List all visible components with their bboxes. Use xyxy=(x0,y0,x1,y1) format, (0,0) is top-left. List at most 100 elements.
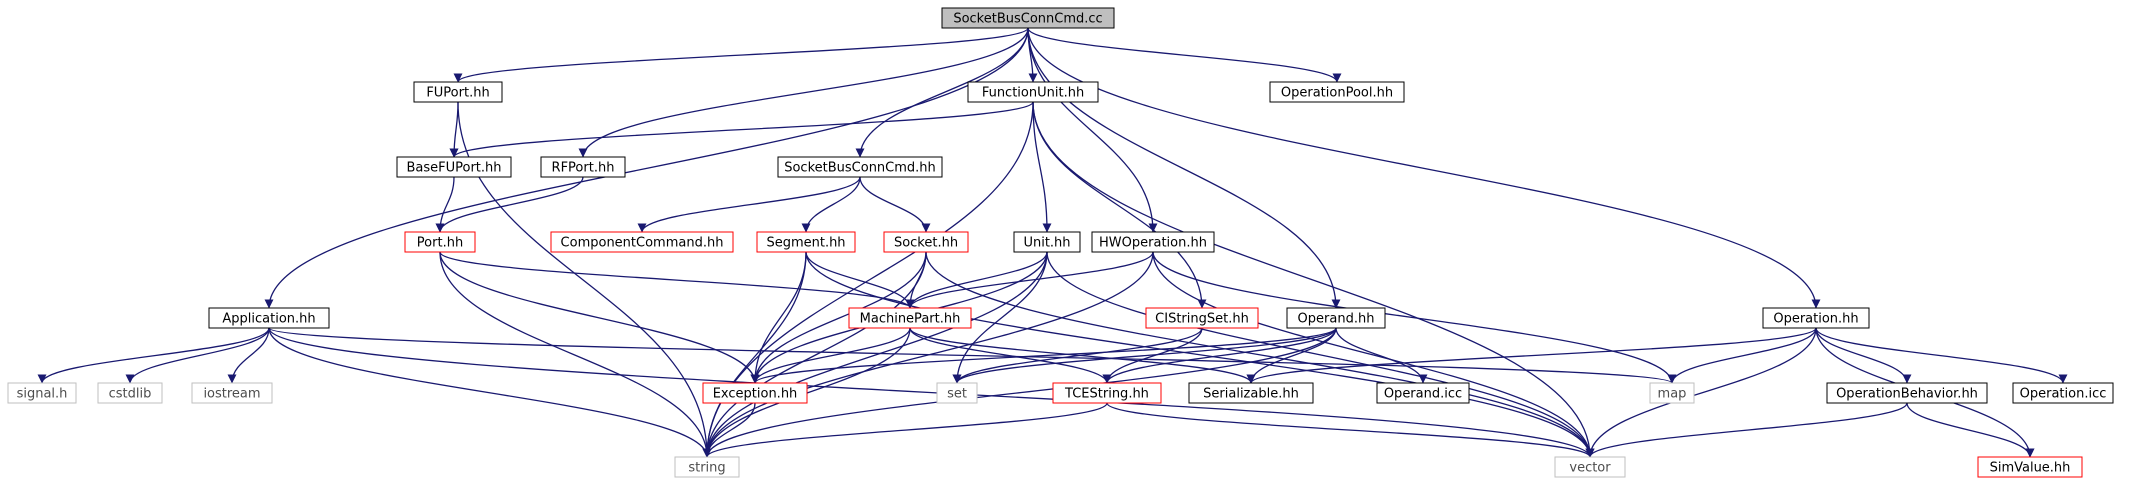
edge-socketbusconncmd-cc-to-operation-hh xyxy=(1027,27,1821,309)
node-box xyxy=(1188,382,1314,404)
edge-socketbusconncmd-cc-to-socketbusconncmd-hh xyxy=(855,27,1029,158)
edge-unit-hh-to-machinepart-hh xyxy=(905,251,1048,309)
node-label: cstdlib xyxy=(109,387,152,402)
node-basefuport-hh[interactable]: BaseFUPort.hh xyxy=(396,156,512,178)
node-serializable-hh[interactable]: Serializable.hh xyxy=(1188,382,1314,404)
node-socketbusconncmd-cc[interactable]: SocketBusConnCmd.cc xyxy=(941,7,1115,29)
node-label: Serializable.hh xyxy=(1203,387,1299,402)
edge-operand-hh-to-operand-icc xyxy=(1335,327,1428,384)
edge-unit-hh-to-vector xyxy=(1046,251,1595,458)
node-label: ComponentCommand.hh xyxy=(561,236,724,251)
node-socketbusconncmd-hh[interactable]: SocketBusConnCmd.hh xyxy=(777,156,943,178)
node-operand-icc[interactable]: Operand.icc xyxy=(1376,382,1470,404)
edge-segment-hh-to-machinepart-hh xyxy=(805,251,915,309)
edge-tcestring-hh-to-vector xyxy=(1106,402,1595,458)
node-operationpool-hh[interactable]: OperationPool.hh xyxy=(1269,81,1405,103)
node-label: HWOperation.hh xyxy=(1099,236,1207,251)
node-box xyxy=(540,156,626,178)
edge-application-hh-to-iostream xyxy=(227,327,270,384)
node-box xyxy=(1762,307,1870,329)
node-box xyxy=(1269,81,1405,103)
node-box xyxy=(1554,456,1626,478)
node-label: FunctionUnit.hh xyxy=(982,86,1084,101)
node-label: vector xyxy=(1569,461,1611,476)
edge-fuport-hh-to-basefuport-hh xyxy=(449,101,459,158)
edge-socketbusconncmd-cc-to-hwoperation-hh xyxy=(1027,27,1158,233)
node-label: Operand.icc xyxy=(1384,387,1462,402)
edge-functionunit-hh-to-basefuport-hh xyxy=(449,101,1034,158)
node-cistringset-hh[interactable]: CIStringSet.hh xyxy=(1145,307,1259,329)
node-label: Operation.icc xyxy=(2020,387,2107,402)
edge-hwoperation-hh-to-map xyxy=(1152,251,1677,384)
edge-functionunit-hh-to-vector xyxy=(1032,101,1595,458)
node-box xyxy=(1649,382,1695,404)
edge-operand-hh-to-exception-hh xyxy=(750,327,1337,384)
node-box xyxy=(1091,231,1215,253)
node-label: Application.hh xyxy=(222,312,315,327)
node-machinepart-hh[interactable]: MachinePart.hh xyxy=(848,307,972,329)
edge-segment-hh-to-string xyxy=(702,251,807,458)
edge-application-hh-to-map xyxy=(268,327,1677,384)
edge-machinepart-hh-to-string xyxy=(702,327,911,458)
node-unit-hh[interactable]: Unit.hh xyxy=(1013,231,1081,253)
edge-hwoperation-hh-to-machinepart-hh xyxy=(905,251,1154,309)
node-componentcommand-hh[interactable]: ComponentCommand.hh xyxy=(550,231,734,253)
node-label: set xyxy=(947,387,967,402)
node-fuport-hh[interactable]: FUPort.hh xyxy=(413,81,503,103)
node-port-hh[interactable]: Port.hh xyxy=(404,231,476,253)
edge-socketbusconncmd-hh-to-componentcommand-hh xyxy=(637,176,861,233)
node-operation-icc[interactable]: Operation.icc xyxy=(2012,382,2114,404)
node-label: MachinePart.hh xyxy=(860,312,961,327)
edge-application-hh-to-signal-h xyxy=(37,327,270,384)
edge-socketbusconncmd-cc-to-fuport-hh xyxy=(453,27,1029,83)
edge-operation-hh-to-vector xyxy=(1585,327,1817,458)
node-label: map xyxy=(1658,387,1687,402)
edge-operationbehavior-hh-to-simvalue-hh xyxy=(1906,402,2035,458)
node-box xyxy=(1052,382,1162,404)
node-label: OperationPool.hh xyxy=(1281,86,1393,101)
node-signal-h: signal.h xyxy=(7,382,77,404)
node-box xyxy=(7,382,77,404)
node-rfport-hh[interactable]: RFPort.hh xyxy=(540,156,626,178)
node-hwoperation-hh[interactable]: HWOperation.hh xyxy=(1091,231,1215,253)
node-label: TCEString.hh xyxy=(1064,387,1149,402)
node-box xyxy=(550,231,734,253)
node-application-hh[interactable]: Application.hh xyxy=(208,307,330,329)
edge-operand-hh-to-tcestring-hh xyxy=(1102,327,1337,384)
node-label: FUPort.hh xyxy=(426,86,489,101)
node-label: string xyxy=(688,461,725,476)
node-cstdlib: cstdlib xyxy=(97,382,163,404)
node-exception-hh[interactable]: Exception.hh xyxy=(702,382,808,404)
edge-port-hh-to-machinepart-hh xyxy=(439,251,915,309)
edge-socketbusconncmd-cc-to-rfport-hh xyxy=(578,27,1029,158)
edge-operation-hh-to-serializable-hh xyxy=(1246,327,1817,384)
node-operation-hh[interactable]: Operation.hh xyxy=(1762,307,1870,329)
edge-operand-hh-to-set xyxy=(952,327,1337,384)
node-box xyxy=(396,156,512,178)
node-vector: vector xyxy=(1554,456,1626,478)
node-segment-hh[interactable]: Segment.hh xyxy=(756,231,856,253)
node-box xyxy=(1013,231,1081,253)
node-tcestring-hh[interactable]: TCEString.hh xyxy=(1052,382,1162,404)
node-box xyxy=(1826,382,1988,404)
edge-application-hh-to-cstdlib xyxy=(125,327,270,384)
node-label: BaseFUPort.hh xyxy=(406,161,501,176)
node-label: RFPort.hh xyxy=(552,161,615,176)
node-socket-hh[interactable]: Socket.hh xyxy=(883,231,969,253)
node-label: signal.h xyxy=(17,387,68,402)
edges-layer xyxy=(37,27,2068,458)
node-box xyxy=(404,231,476,253)
node-simvalue-hh[interactable]: SimValue.hh xyxy=(1977,456,2083,478)
node-label: CIStringSet.hh xyxy=(1155,312,1249,327)
edge-socket-hh-to-exception-hh xyxy=(750,251,927,384)
node-box xyxy=(208,307,330,329)
node-operand-hh[interactable]: Operand.hh xyxy=(1286,307,1386,329)
node-box xyxy=(936,382,978,404)
node-box xyxy=(756,231,856,253)
edge-socket-hh-to-string xyxy=(702,251,927,458)
node-operationbehavior-hh[interactable]: OperationBehavior.hh xyxy=(1826,382,1988,404)
node-label: Segment.hh xyxy=(766,236,845,251)
edge-port-hh-to-exception-hh xyxy=(439,251,760,384)
node-functionunit-hh[interactable]: FunctionUnit.hh xyxy=(967,81,1099,103)
